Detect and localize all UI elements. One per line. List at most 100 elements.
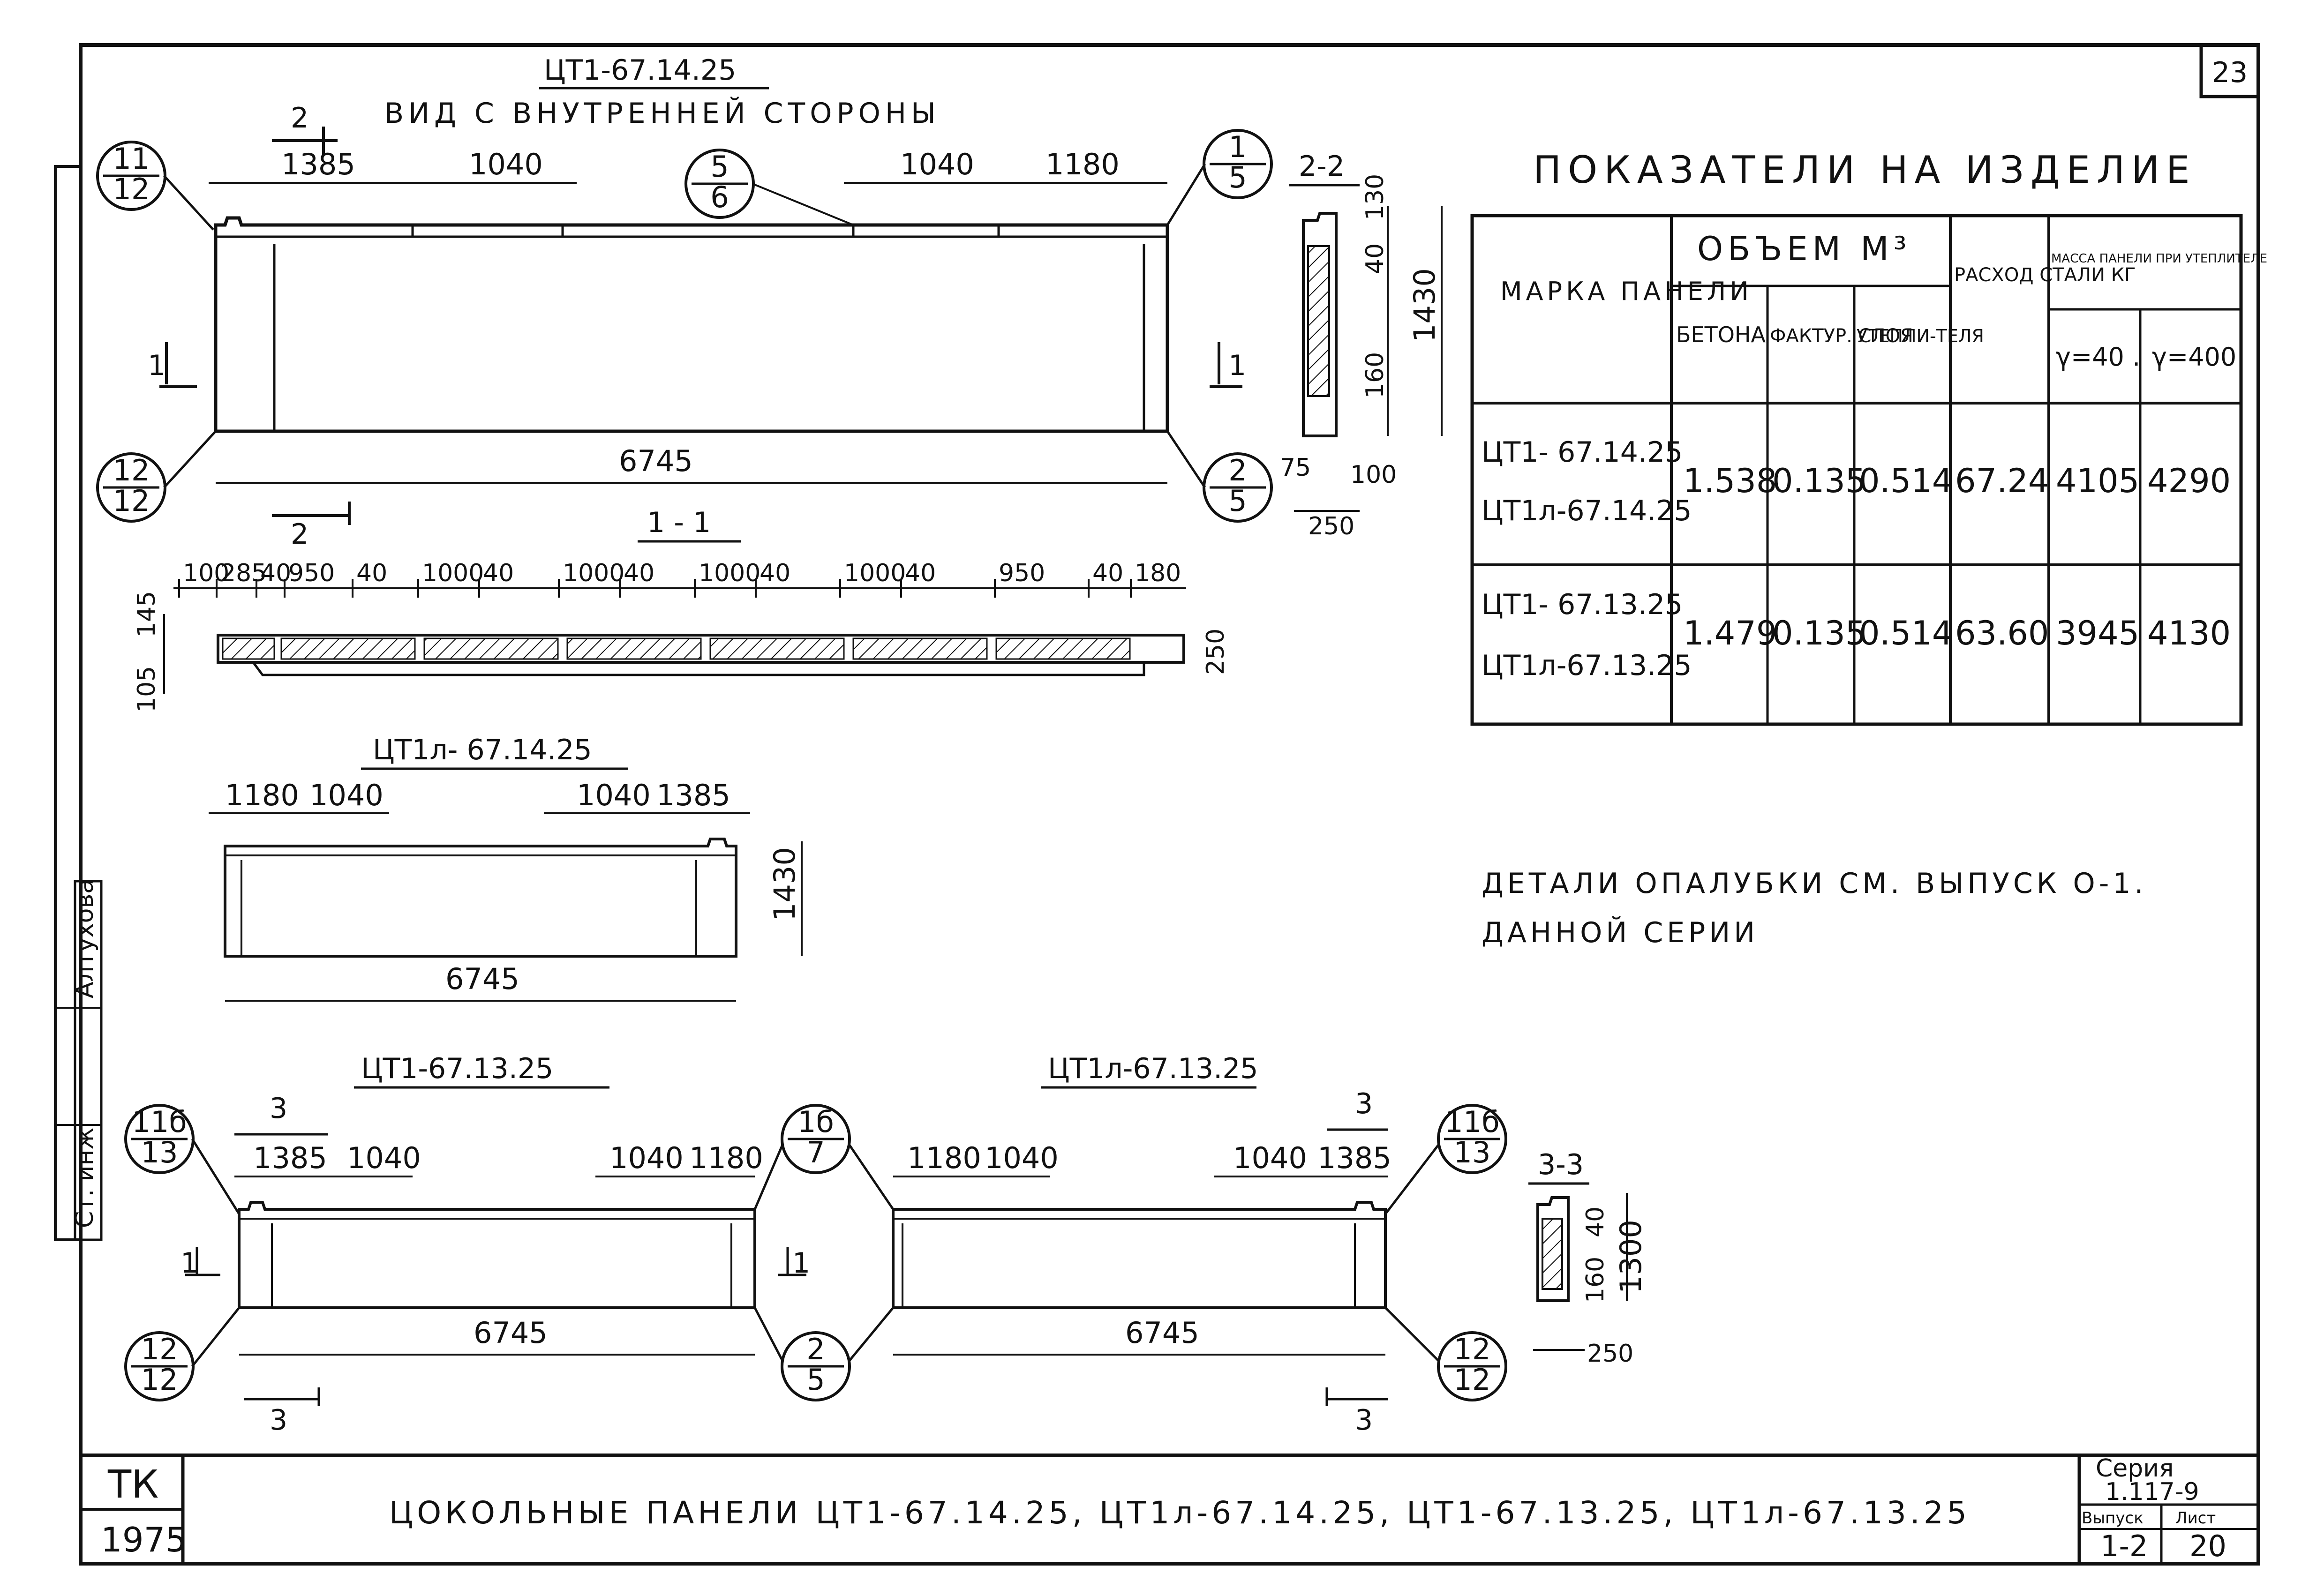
dim-top-1040a: 1040 (469, 147, 543, 181)
cell-texture: 0.135 (1772, 462, 1866, 500)
callout-2-5: 2 5 (1166, 430, 1273, 523)
section-1-1-dim: 100 (183, 559, 229, 587)
indicators-table: ПОКАЗАТЕЛИ НА ИЗДЕЛИЕ МАРКА ПАНЕЛИ ОБЪЕМ… (1470, 148, 2267, 726)
dim-160: 160 (1581, 1257, 1610, 1303)
tb-issue-label: Выпуск (2082, 1509, 2144, 1528)
callout-num: 2 (1228, 453, 1247, 487)
insulation-block (423, 637, 559, 660)
dim-250: 250 (1308, 512, 1354, 540)
cell-concrete: 1.538 (1683, 462, 1777, 500)
row-mark: ЦТ1л-67.13.25 (1482, 649, 1692, 682)
section-1-1-dim: 40 (905, 559, 936, 587)
dim-40: 40 (1361, 243, 1389, 274)
cell-steel: 63.60 (1955, 614, 2049, 652)
dim-1040: 1040 (309, 778, 384, 812)
callout-num: 12 (1454, 1332, 1491, 1366)
callout-den: 6 (710, 180, 729, 214)
callout-12-12-b: 12 12 (124, 1307, 240, 1401)
section-1-1-dim: 950 (288, 559, 335, 587)
dim-1040: 1040 (609, 1141, 684, 1175)
callout-1b-7: 1б 7 (753, 1104, 895, 1210)
table-row: ЦТ1- 67.14.25 ЦТ1л-67.14.25 1.538 0.135 … (1482, 436, 2231, 527)
section-1-1-dim: 1000 (699, 559, 760, 587)
section-1-1-dim: 1000 (422, 559, 484, 587)
tb-series-label: Серия (2096, 1454, 2174, 1483)
callout-2-5-b: 2 5 (753, 1307, 894, 1401)
callout-num: 5 (710, 150, 729, 184)
cell-mass-b: 4290 (2147, 462, 2231, 500)
section-2-2-title: 2-2 (1299, 150, 1345, 183)
callout-1-5: 1 5 (1166, 129, 1273, 226)
dim-1040: 1040 (1233, 1141, 1307, 1175)
elevation-main: ЦТ1-67.14.25 ВИД С ВНУТРЕННЕЙ СТОРОНЫ 2 … (96, 54, 1273, 551)
col-mark: МАРКА ПАНЕЛИ (1500, 277, 1752, 306)
insulation-block (709, 637, 845, 660)
section-mark-3b: 3 (1355, 1404, 1373, 1437)
col-volume: ОБЪЕМ М³ (1697, 230, 1911, 268)
section-1-1-dim: 40 (760, 559, 790, 587)
dim-1180: 1180 (689, 1141, 763, 1175)
tb-org: ТК (107, 1462, 158, 1507)
tb-series: 1.117-9 (2105, 1478, 2199, 1506)
callout-5-6: 5 6 (684, 149, 854, 226)
col-concrete: БЕТОНА (1676, 322, 1766, 347)
section-1-1-dim: 40 (624, 559, 654, 587)
section-1-1-title: 1 - 1 (647, 506, 711, 539)
callout-den: 5 (1228, 484, 1247, 518)
elevation-13l: ЦТ1л-67.13.25 3 1180 1040 1040 1385 6745… (892, 1052, 1507, 1437)
dim-1430: 1430 (1407, 268, 1442, 342)
callout-den: 12 (141, 1363, 178, 1397)
elevation-main-title: ЦТ1-67.14.25 (544, 54, 736, 87)
callout-den: 13 (141, 1135, 178, 1169)
dim-length-13l: 6745 (1125, 1316, 1199, 1350)
dim-length-main: 6745 (619, 444, 693, 478)
callout-den: 7 (806, 1135, 825, 1169)
section-1-1-dim: 180 (1135, 559, 1181, 587)
dim-1040: 1040 (577, 778, 651, 812)
section-2-2: 2-2 130 40 1430 160 75 100 250 (1280, 150, 1443, 540)
callout-11b-13: 11б 13 (124, 1104, 241, 1215)
elevation-13-title: ЦТ1-67.13.25 (361, 1052, 553, 1085)
cell-mass-a: 4105 (2056, 462, 2139, 500)
section-1-1-dim: 1000 (844, 559, 906, 587)
section-1-1-dim: 950 (999, 559, 1045, 587)
table-row: ЦТ1- 67.13.25 ЦТ1л-67.13.25 1.479 0.135 … (1482, 588, 2231, 682)
dim-100: 100 (1350, 461, 1397, 489)
cell-concrete: 1.479 (1683, 614, 1777, 652)
callout-den: 5 (806, 1363, 825, 1397)
cell-insul: 0.514 (1859, 614, 1953, 652)
insulation-block (852, 637, 988, 660)
cell-steel: 67.24 (1955, 462, 2049, 500)
callout-num: 1 (1228, 130, 1247, 164)
section-1-1-dim: 40 (1092, 559, 1123, 587)
table-title: ПОКАЗАТЕЛИ НА ИЗДЕЛИЕ (1533, 148, 2196, 192)
callout-num: 12 (113, 453, 150, 487)
dim-top-1040b: 1040 (900, 147, 974, 181)
row-mark: ЦТ1- 67.13.25 (1482, 588, 1683, 621)
elevation-13l-title: ЦТ1л-67.13.25 (1048, 1052, 1258, 1085)
section-mark-bottom: 2 (291, 518, 308, 551)
section-1-1-dim: 40 (356, 559, 387, 587)
cut-mark-right: 1 (1228, 349, 1246, 382)
dim-length-13: 6745 (474, 1316, 548, 1350)
note-line-2: ДАННОЙ СЕРИИ (1482, 915, 1759, 949)
callout-den: 12 (113, 172, 150, 206)
callout-12-12-r: 12 12 (1384, 1307, 1507, 1401)
callout-num: 1б (797, 1105, 834, 1139)
cell-mass-a: 3945 (2056, 614, 2139, 652)
dim-1385: 1385 (656, 778, 730, 812)
section-mark-3: 3 (1355, 1087, 1373, 1120)
section-1-1-dim: 1000 (563, 559, 624, 587)
dim-top-1180: 1180 (1045, 147, 1120, 181)
section-1-1-insulation (280, 637, 1131, 660)
dim-160: 160 (1361, 352, 1389, 398)
section-1-1-dim: 40 (260, 559, 291, 587)
callout-num: 12 (141, 1332, 178, 1366)
callout-num: 2 (806, 1332, 825, 1366)
row-mark: ЦТ1л-67.14.25 (1482, 495, 1692, 527)
dim-1385: 1385 (253, 1141, 327, 1175)
tb-year: 1975 (101, 1520, 187, 1559)
dim-1180: 1180 (907, 1141, 981, 1175)
dim-height-1430: 1430 (767, 847, 802, 921)
